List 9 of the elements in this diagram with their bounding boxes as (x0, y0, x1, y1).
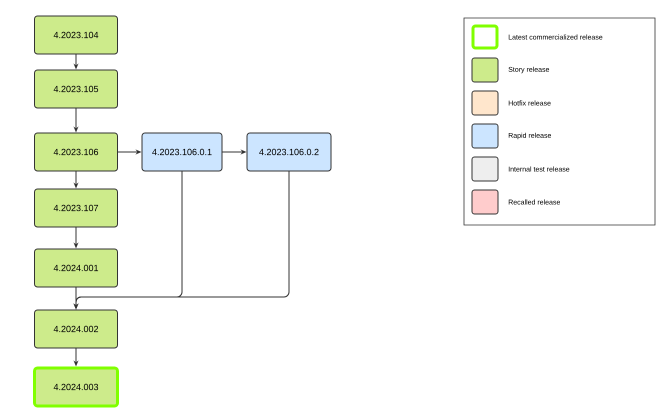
release-box: 4.2024.002 (34, 310, 118, 348)
release-box: 4.2023.104 (34, 16, 118, 54)
release-box: 4.2023.106.0.1 (142, 132, 222, 172)
release-box: 4.2024.003 (33, 366, 119, 408)
release-box: 4.2023.106.0.2 (246, 132, 332, 172)
release-box: 4.2023.107 (34, 188, 118, 228)
release-box: 4.2023.105 (34, 70, 118, 108)
release-box: 4.2023.106 (34, 132, 118, 172)
release-box: 4.2024.001 (34, 248, 118, 288)
